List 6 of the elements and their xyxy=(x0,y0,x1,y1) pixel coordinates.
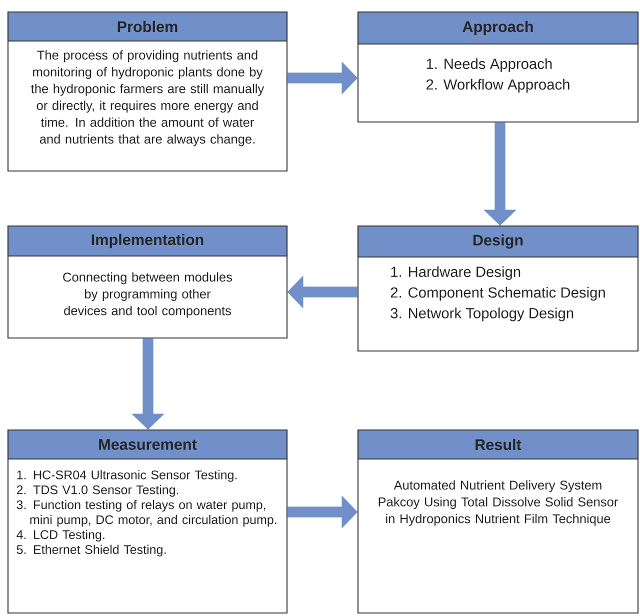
process-box: Design 1. Hardware Design 2. Component Schematic Design 3. Network Topology Design xyxy=(357,225,639,352)
process-box: Approach 1. Needs Approach 2. Workflow Approach xyxy=(357,11,639,123)
process-box: Implementation Connecting between modules by programming other devices and tool components xyxy=(7,225,288,339)
process-box: Measurement 1. HC-SR04 Ultrasonic Sensor Testing. 2. TDS V1.0 Sensor Testing. 3. Function testing of relays on water pump, mini pump, DC motor, and circulation pump. 4. LCD Testing. 5. Ethernet Shield Testing. xyxy=(7,429,288,614)
process-box: Problem The process of providing nutrients and monitoring of hydroponic plants done by the hydroponic farmers are still manually or directly, it requires more energy and time. In addition the amount of water and nutrients that are always change. xyxy=(7,11,288,172)
process-box: Result Automated Nutrient Delivery System Pakcoy Using Total Dissolve Solid Sensor in Hydroponics Nutrient Film Technique xyxy=(357,429,639,614)
